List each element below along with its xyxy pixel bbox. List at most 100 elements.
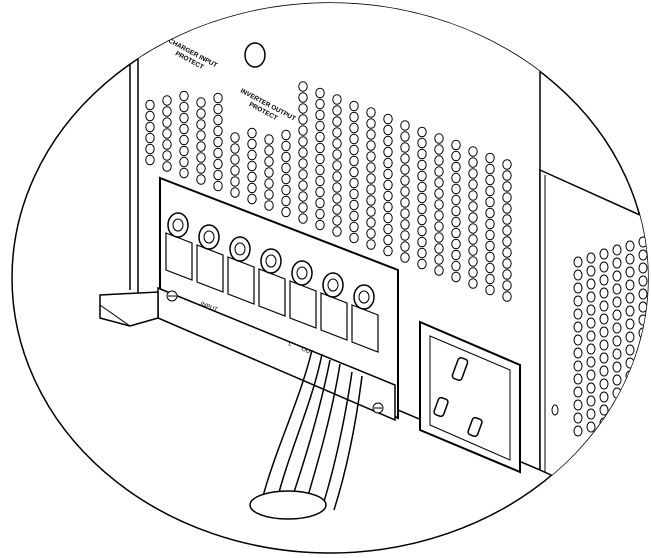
vent-hole [638, 288, 648, 300]
vent-hole [451, 271, 461, 283]
vent-hole [179, 145, 189, 157]
vent-hole [196, 119, 206, 130]
vent-hole [612, 335, 622, 347]
vent-hole [612, 296, 622, 308]
vent-hole [468, 146, 478, 157]
vent-hole [612, 374, 622, 386]
vent-hole [599, 287, 609, 299]
vent-hole [281, 184, 291, 196]
vent-hole [468, 179, 478, 190]
vent-hole [638, 353, 648, 365]
vent-hole [573, 386, 583, 398]
vent-hole [468, 245, 478, 256]
vent-hole [247, 193, 257, 205]
vent-hole [638, 405, 648, 417]
vent-hole [434, 254, 444, 265]
vent-hole [485, 229, 495, 241]
vent-hole [485, 262, 495, 274]
vent-hole [417, 236, 427, 248]
vent-hole [332, 127, 342, 138]
side-panel [539, 168, 648, 522]
terminal-block [289, 280, 317, 329]
vent-hole [468, 201, 478, 212]
vent-hole [468, 212, 478, 223]
vent-hole [573, 373, 583, 385]
vent-hole [586, 343, 596, 355]
vent-hole [196, 108, 206, 119]
vent-hole [599, 378, 609, 390]
vent-hole [349, 122, 359, 134]
vent-hole [145, 132, 155, 144]
vent-hole [485, 251, 495, 263]
vent-hole [383, 245, 393, 257]
vent-hole [179, 167, 189, 179]
terminal-block [165, 232, 193, 281]
vent-hole [468, 278, 478, 289]
vent-hole [625, 344, 635, 356]
vent-hole [573, 347, 583, 359]
vent-hole [196, 163, 206, 174]
vent-hole [162, 117, 172, 128]
vent-hole [230, 187, 240, 198]
vent-hole [366, 184, 376, 195]
vent-hole [625, 383, 635, 395]
vent-hole [417, 225, 427, 237]
vent-hole [230, 176, 240, 187]
vent-hole [586, 304, 596, 316]
vent-hole [599, 339, 609, 351]
vent-hole [315, 164, 325, 176]
vent-hole [196, 174, 206, 185]
inverter-protect-fuse-icon [244, 42, 266, 68]
cable-sheath [249, 490, 327, 520]
vent-hole [451, 238, 461, 250]
vent-hole [315, 208, 325, 220]
vent-hole [281, 206, 291, 218]
vent-hole [247, 160, 257, 172]
vent-hole [264, 189, 274, 200]
terminal-block [227, 256, 255, 305]
vent-hole [366, 151, 376, 162]
vent-hole [638, 314, 648, 326]
vent-hole [586, 408, 596, 420]
terminal-l-text: L [287, 341, 293, 348]
vent-hole [586, 330, 596, 342]
vent-hole [298, 92, 308, 103]
vent-hole [400, 120, 410, 131]
vent-hole [349, 199, 359, 211]
vent-hole [230, 165, 240, 176]
vent-hole [264, 178, 274, 189]
vent-hole [315, 142, 325, 154]
vent-hole [315, 153, 325, 165]
vent-hole [298, 158, 308, 169]
vent-hole [366, 228, 376, 239]
vent-hole [179, 123, 189, 135]
vent-hole [434, 221, 444, 232]
vent-hole [349, 221, 359, 233]
vent-hole [400, 197, 410, 208]
vent-hole [612, 413, 622, 425]
vent-hole [417, 148, 427, 160]
vent-hole [586, 369, 596, 381]
vent-hole [315, 175, 325, 187]
vent-hole [434, 210, 444, 221]
vent-hole [264, 156, 274, 167]
vent-hole [638, 366, 648, 378]
side-screw-icon [551, 404, 559, 416]
vent-hole [247, 171, 257, 183]
vent-hole [332, 116, 342, 127]
vent-hole [179, 112, 189, 124]
vent-hole [417, 170, 427, 182]
vent-hole [451, 139, 461, 151]
vent-hole [625, 279, 635, 291]
vent-hole [196, 130, 206, 141]
vent-hole [264, 200, 274, 211]
vent-hole [349, 232, 359, 244]
terminal-block [351, 304, 379, 353]
vent-hole [400, 219, 410, 230]
vent-hole [586, 421, 596, 433]
vent-hole [349, 111, 359, 123]
vent-hole [281, 151, 291, 163]
power-cables [261, 349, 363, 511]
vent-hole [400, 142, 410, 153]
vent-hole [573, 256, 583, 268]
